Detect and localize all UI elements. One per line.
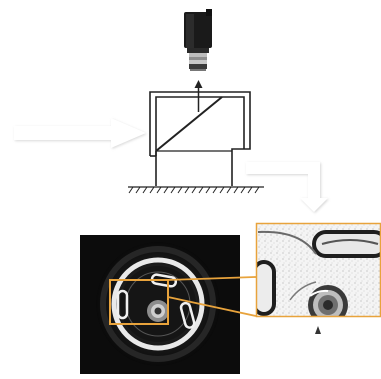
hatched-ground-icon <box>128 186 264 194</box>
beam-splitter-housing-icon <box>149 91 251 186</box>
bent-output-arrow-icon <box>246 162 329 213</box>
optical-path-arrow-icon <box>194 80 203 112</box>
camera-icon <box>184 9 212 71</box>
zoom-connector-lines <box>167 276 257 317</box>
zoom-detail-image <box>255 222 381 318</box>
captured-part-image <box>80 235 240 374</box>
marker-icon <box>315 326 321 334</box>
light-input-arrow-icon <box>14 118 147 149</box>
